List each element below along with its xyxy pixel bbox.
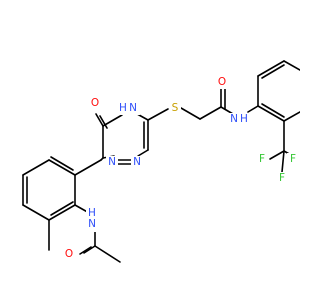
thioacetamide-chain	[147, 87, 259, 121]
atom-n-triazine-b: N	[133, 156, 141, 168]
atom-nh-triazine-n: N	[129, 102, 137, 114]
triazine-ring	[95, 109, 149, 161]
atom-oxygen-amide: O	[218, 76, 226, 88]
atom-nh-acetamide-n: N	[88, 218, 96, 230]
atom-nh-amide-h: H	[240, 113, 248, 125]
phenyl-ring-left	[22, 156, 121, 263]
atom-fluorine-3: F	[290, 153, 296, 165]
molecule-structure: O H N S O N H N N H N O F F F	[22, 60, 300, 263]
atom-nh-acetamide-h: H	[88, 207, 96, 219]
atom-n-triazine-a: N	[108, 156, 116, 168]
triazine-nn-bond	[115, 159, 133, 165]
atom-nh-amide-n: N	[230, 113, 238, 125]
atom-fluorine-1: F	[259, 153, 265, 165]
atom-labels: O H N S O N H N N H N O F F F	[63, 76, 299, 261]
atom-sulfur: S	[172, 102, 179, 114]
atom-fluorine-2: F	[279, 172, 285, 184]
atom-nh-triazine-h: H	[119, 102, 127, 114]
atom-oxygen-keto: O	[91, 97, 99, 109]
atom-oxygen-acetyl: O	[65, 248, 73, 260]
